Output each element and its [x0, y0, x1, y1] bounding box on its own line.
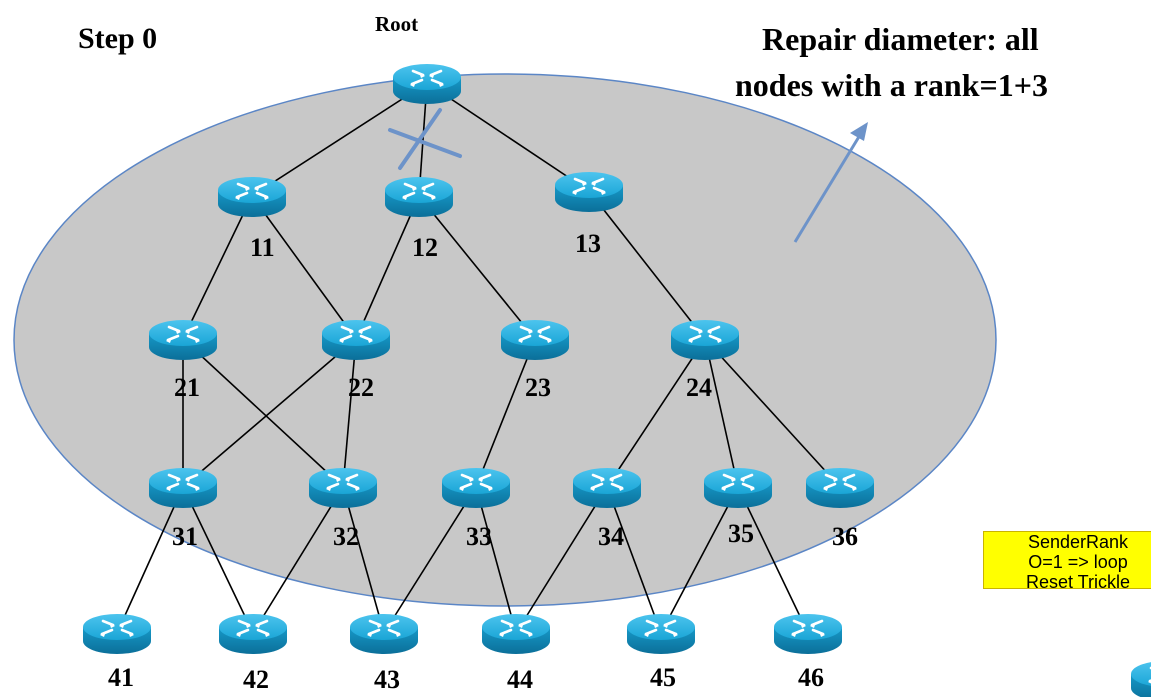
node-label-13: 13 — [575, 229, 601, 258]
edge-11-21 — [182, 195, 253, 340]
router-icon-35 — [702, 466, 774, 510]
node-label-45: 45 — [650, 663, 676, 692]
router-icon-12 — [383, 175, 455, 219]
edge-24-34 — [606, 338, 706, 488]
node-label-35: 35 — [728, 519, 754, 548]
edge-24-35 — [704, 338, 739, 488]
edge-13-24 — [588, 190, 706, 340]
note-line-3: Reset Trickle — [1025, 572, 1131, 589]
node-label-44: 44 — [507, 665, 533, 694]
router-icon-32 — [307, 466, 379, 510]
broken-link-cross-icon — [388, 108, 462, 170]
repair-title-line1: Repair diameter: all — [762, 21, 1039, 57]
router-icon-41 — [81, 612, 153, 656]
note-line-1: SenderRank — [1027, 532, 1129, 552]
edge-root-13 — [426, 82, 590, 192]
edge-root-11 — [251, 82, 428, 197]
edge-31-41 — [116, 486, 184, 634]
node-label-11: 11 — [250, 233, 275, 262]
router-icon-11 — [216, 175, 288, 219]
edge-21-32 — [182, 338, 344, 488]
router-icon-root — [391, 62, 463, 106]
sender-rank-note: SenderRank O=1 => loop Reset Trickle — [983, 531, 1151, 589]
router-icon-36 — [804, 466, 876, 510]
router-icon-44 — [480, 612, 552, 656]
router-icon-33 — [440, 466, 512, 510]
node-label-36: 36 — [832, 522, 858, 551]
note-line-2: O=1 => loop — [1028, 552, 1128, 572]
node-label-42: 42 — [243, 665, 269, 694]
router-icon-45 — [625, 612, 697, 656]
node-label-33: 33 — [466, 522, 492, 551]
edge-33-43 — [383, 486, 477, 634]
edge-32-42 — [252, 486, 344, 634]
router-icon-extra — [1129, 659, 1151, 697]
router-icon-23 — [499, 318, 571, 362]
edge-12-23 — [418, 195, 536, 340]
node-label-43: 43 — [374, 665, 400, 694]
router-icon-34 — [571, 466, 643, 510]
router-icon-31 — [147, 466, 219, 510]
edge-35-46 — [737, 486, 809, 634]
node-label-24: 24 — [686, 373, 712, 402]
node-label-12: 12 — [412, 233, 438, 262]
router-icon-43 — [348, 612, 420, 656]
edge-11-22 — [251, 195, 357, 340]
node-label-34: 34 — [598, 522, 624, 551]
edge-34-45 — [606, 486, 662, 634]
node-labels-layer: 11 12 13 21 22 23 24 31 32 33 34 35 36 41 42 43 44 45 46 — [108, 229, 858, 694]
edge-24-36 — [704, 338, 841, 488]
node-label-23: 23 — [525, 373, 551, 402]
root-label: Root — [375, 12, 418, 36]
router-icon-21 — [147, 318, 219, 362]
node-label-22: 22 — [348, 373, 374, 402]
edges-layer — [116, 82, 841, 634]
edge-35-45 — [660, 486, 739, 634]
edge-33-44 — [475, 486, 517, 634]
edge-22-31 — [182, 338, 357, 488]
repair-title-line2: nodes with a rank=1+3 — [735, 67, 1048, 103]
edge-23-33 — [475, 338, 536, 488]
edge-31-42 — [182, 486, 254, 634]
router-icon-46 — [772, 612, 844, 656]
router-icon-22 — [320, 318, 392, 362]
node-label-41: 41 — [108, 663, 134, 692]
edge-22-32 — [342, 338, 357, 488]
router-icon-42 — [217, 612, 289, 656]
node-label-21: 21 — [174, 373, 200, 402]
edge-12-22 — [355, 195, 420, 340]
edge-34-44 — [515, 486, 608, 634]
router-icon-13 — [553, 170, 625, 214]
repair-arrow-icon — [793, 122, 868, 243]
node-label-31: 31 — [172, 522, 198, 551]
node-label-46: 46 — [798, 663, 824, 692]
edge-32-43 — [342, 486, 385, 634]
router-icon-24 — [669, 318, 741, 362]
node-label-32: 32 — [333, 522, 359, 551]
step-label: Step 0 — [78, 22, 157, 55]
